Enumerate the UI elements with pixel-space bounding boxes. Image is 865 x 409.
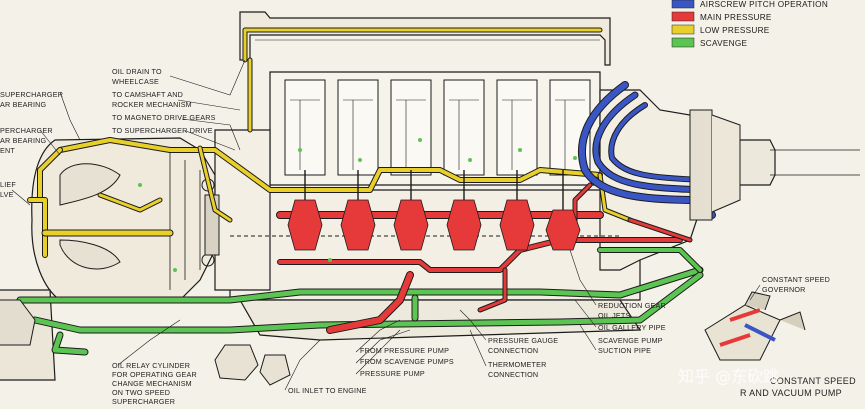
legend-label-airscrew: AIRSCREW PITCH OPERATION <box>700 0 828 9</box>
constant-speed-unit <box>704 291 806 361</box>
watermark: 知乎 @东砍跳 <box>678 367 779 386</box>
label-supercharger-bearing-2a: PERCHARGER <box>0 126 53 135</box>
label-relief-valve-a: LIEF <box>0 180 16 189</box>
label-oil-relay-b: FOR OPERATING GEAR <box>112 370 197 379</box>
legend-label-low-pressure: LOW PRESSURE <box>700 26 770 35</box>
bottom-pumps <box>0 299 291 386</box>
label-to-magneto: TO MAGNETO DRIVE GEARS <box>112 113 216 122</box>
legend-swatch-airscrew <box>671 0 695 9</box>
scavenge-lines <box>16 247 704 356</box>
callout-labels: SUPERCHARGER AR BEARING PERCHARGER AR BE… <box>0 67 856 406</box>
label-pressure-gauge-b: CONNECTION <box>488 346 538 355</box>
label-from-scavenge-pumps: FROM SCAVENGE PUMPS <box>360 357 454 366</box>
label-constant-speed-governor-a: CONSTANT SPEED <box>762 275 830 284</box>
label-oil-drain-a: OIL DRAIN TO <box>112 67 162 76</box>
label-scavenge-suction-b: SUCTION PIPE <box>598 346 651 355</box>
label-oil-inlet: OIL INLET TO ENGINE <box>288 386 367 395</box>
label-to-supercharger-drive: TO SUPERCHARGER DRIVE <box>112 126 213 135</box>
label-thermometer-a: THERMOMETER <box>488 360 547 369</box>
label-from-pressure-pump: FROM PRESSURE PUMP <box>360 346 449 355</box>
propeller-hub <box>689 109 741 221</box>
label-thermometer-b: CONNECTION <box>488 370 538 379</box>
label-to-camshaft-a: TO CAMSHAFT AND <box>112 90 183 99</box>
crank-throws <box>287 199 581 251</box>
label-supercharger-bearing-2b: AR BEARING <box>0 136 47 145</box>
legend-swatch-low-pressure <box>671 24 695 35</box>
label-oil-relay-e: SUPERCHARGER <box>112 397 175 406</box>
legend-label-main-pressure: MAIN PRESSURE <box>700 13 772 22</box>
label-scavenge-suction-a: SCAVENGE PUMP <box>598 336 663 345</box>
main-pressure-lines <box>276 182 693 334</box>
label-supercharger-bearing-1a: SUPERCHARGER <box>0 90 63 99</box>
oil-mist-dots <box>138 138 577 272</box>
label-constant-speed-pump-b: R AND VACUUM PUMP <box>740 388 842 398</box>
supercharger-impeller <box>49 150 220 290</box>
label-oil-gallery: OIL GALLERY PIPE <box>598 323 666 332</box>
legend-label-scavenge: SCAVENGE <box>700 39 748 48</box>
label-pressure-gauge-a: PRESSURE GAUGE <box>488 336 558 345</box>
low-pressure-lines <box>27 27 633 258</box>
legend-swatch-main-pressure <box>671 11 695 22</box>
legend-swatch-scavenge <box>671 37 695 48</box>
label-oil-drain-b: WHEELCASE <box>112 77 159 86</box>
label-pressure-pump: PRESSURE PUMP <box>360 369 425 378</box>
label-supercharger-bearing-1b: AR BEARING <box>0 100 47 109</box>
label-oil-relay-c: CHANGE MECHANISM <box>112 379 192 388</box>
label-constant-speed-pump-a: CONSTANT SPEED <box>770 376 856 386</box>
label-to-camshaft-b: ROCKER MECHANISM <box>112 100 192 109</box>
label-relief-valve-b: LVE <box>0 190 14 199</box>
label-constant-speed-governor-b: GOVERNOR <box>762 285 806 294</box>
leader-lines <box>11 59 761 391</box>
legend: AIRSCREW PITCH OPERATION MAIN PRESSURE L… <box>671 0 828 48</box>
label-oil-relay-d: ON TWO SPEED <box>112 388 170 397</box>
label-supercharger-bearing-2c: ENT <box>0 146 15 155</box>
label-oil-relay-a: OIL RELAY CYLINDER <box>112 361 190 370</box>
airscrew-pitch-lines <box>577 81 716 219</box>
label-reduction-gear-a: REDUCTION GEAR <box>598 301 666 310</box>
connecting-rods <box>304 170 564 210</box>
label-reduction-gear-b: OIL JETS <box>598 311 631 320</box>
